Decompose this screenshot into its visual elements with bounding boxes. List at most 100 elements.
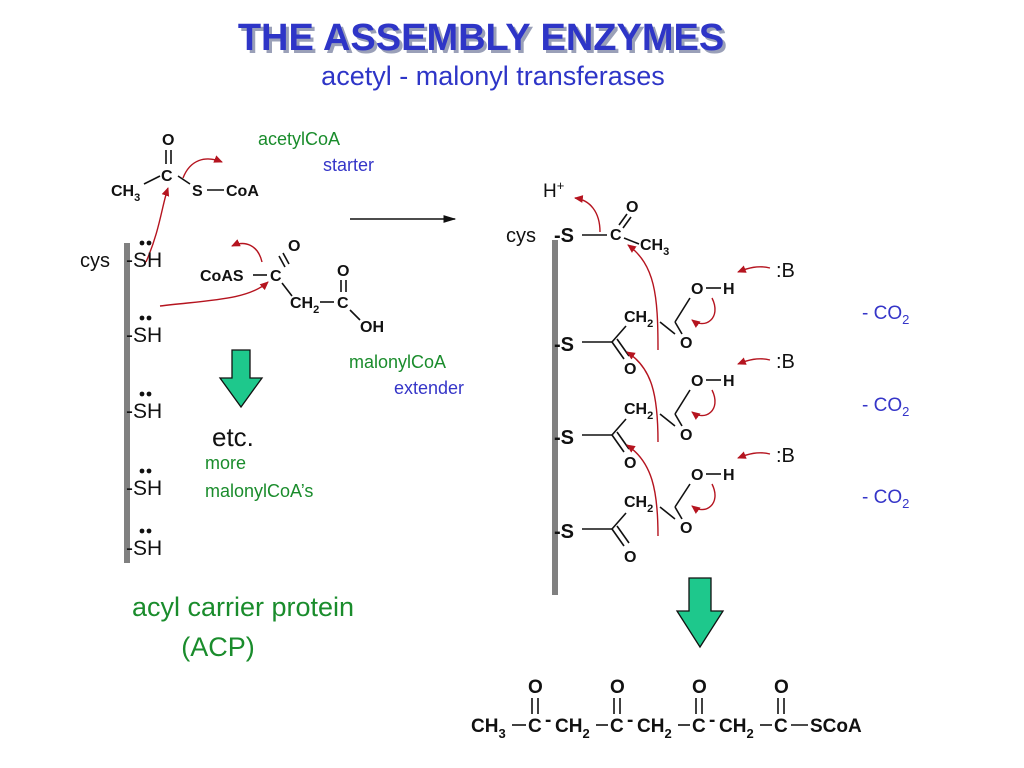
c-ch3-bond-top (623, 237, 640, 245)
product-ch2-2: CH2 (637, 716, 672, 741)
o-atom-3b: O (680, 520, 692, 537)
acetyl-s-atom: S (192, 183, 203, 200)
acp-bar-right (552, 240, 558, 595)
sh-label-2: -SH (126, 324, 162, 347)
h-atom-3: H (723, 467, 735, 484)
h-plus-label: H+ (543, 178, 564, 202)
lone-pair-dot (139, 528, 145, 534)
base-label-2: :B (776, 351, 795, 373)
title-text: THE ASSEMBLY ENZYMES (238, 17, 724, 59)
co2-label-1: - CO2 (862, 303, 909, 327)
acetylcoa-molecule: O C CH3 S CoA (111, 132, 259, 204)
acetyl-ch-label: CH3 (111, 183, 140, 204)
co-double-top-b (622, 216, 632, 229)
acetyl-ch3-bond (143, 175, 161, 185)
more-label: more (205, 453, 246, 473)
lone-pair-dot (139, 468, 145, 474)
curved-arrow-oh-2 (691, 389, 716, 420)
product-o-3: O (692, 677, 707, 698)
ch2-label-2: CH2 (624, 401, 653, 422)
acetyl-o-atom: O (162, 132, 174, 149)
curved-arrow-proton (574, 195, 601, 233)
co-bond-1a (611, 341, 625, 360)
product-o-4: O (774, 677, 789, 698)
co2-label-2: - CO2 (862, 395, 909, 419)
acetylcoa-label: acetylCoA (258, 129, 340, 149)
co-bond-3a (611, 528, 625, 547)
o-atom-top: O (626, 199, 638, 216)
sh-label-4: -SH (126, 477, 162, 500)
c-o-bond-3 (674, 483, 691, 508)
co2-label-3: - CO2 (862, 487, 909, 511)
product-scoa: SCoA (810, 716, 862, 737)
product-ch3: CH3 (471, 716, 506, 741)
c-o-bond-1 (674, 297, 691, 323)
acp-label-line2: (ACP) (181, 632, 255, 662)
s-label-2: -S (554, 427, 574, 449)
malonyl-coas-label: CoAS (200, 268, 244, 285)
o-atom-3a: O (624, 549, 636, 566)
product-o-1: O (528, 677, 543, 698)
o-atom-1c: O (691, 281, 703, 298)
sh-group-2: -SH (126, 315, 162, 347)
cys-label-right: cys (506, 225, 536, 247)
curved-arrow-oh-1 (691, 297, 716, 328)
title-shadow: THE ASSEMBLY ENZYMES (241, 20, 727, 62)
o-atom-2b: O (680, 427, 692, 444)
malonyl-unit-3: -S O CH2 O O H (554, 467, 735, 566)
curved-arrow-condense-1 (627, 244, 659, 351)
c-ch2-bond-3 (611, 512, 627, 530)
malonyl-unit-1: -S O CH2 O O H (554, 281, 735, 378)
sh-label-3: -SH (126, 400, 162, 423)
lone-pair-dot (139, 315, 145, 321)
o-atom-1b: O (680, 335, 692, 352)
etc-label: etc. (212, 422, 254, 452)
acp-bar-left (124, 243, 130, 563)
down-block-arrow-icon (675, 577, 725, 649)
product-c-1: C (528, 716, 542, 737)
subtitle: acetyl - malonyl transferases (321, 61, 665, 91)
curved-arrow-oh-3 (691, 483, 716, 514)
o-atom-2c: O (691, 373, 703, 390)
curved-arrow-base-2 (737, 357, 771, 365)
down-block-arrow-icon (218, 349, 264, 409)
co-double-top-a (618, 213, 628, 226)
ch2-c-bond-3 (659, 506, 676, 520)
lone-pair-dot (146, 240, 152, 246)
h-atom-1: H (723, 281, 735, 298)
malonyl-co-bond-a (282, 252, 290, 265)
malonylcoa-label: malonylCoA (349, 352, 446, 372)
sh-group-3: -SH (126, 391, 162, 423)
malonyl-o-atom-2: O (337, 263, 349, 280)
slide-title: THE ASSEMBLY ENZYMES THE ASSEMBLY ENZYME… (238, 17, 727, 62)
c-o2-bond-2 (674, 413, 683, 427)
malonyl-c-oh-bond (349, 309, 361, 321)
base-label-1: :B (776, 260, 795, 282)
ch2-label-1: CH2 (624, 309, 653, 330)
curved-arrow-malonyl-leaving (231, 239, 263, 263)
o-atom-3c: O (691, 467, 703, 484)
acetyl-thioester-right: -S C O CH3 (554, 199, 669, 258)
co-bond-1b (616, 338, 630, 357)
curved-arrow-base-1 (737, 265, 771, 273)
c-atom-top: C (610, 227, 622, 244)
base-label-3: :B (776, 445, 795, 467)
sh-label-5: -SH (126, 537, 162, 560)
c-o2-bond-3 (674, 506, 683, 520)
malonyl-c-ch2-bond (281, 282, 293, 297)
malonyl-oh-label: OH (360, 319, 384, 336)
co-bond-2a (611, 434, 625, 453)
product-ch2-1: CH2 (555, 716, 590, 741)
curved-arrow-condense-3 (626, 444, 659, 537)
product-c-4: C (774, 716, 788, 737)
malonyl-c-atom-1: C (270, 268, 282, 285)
starter-label: starter (323, 155, 374, 175)
s-label-1: -S (554, 334, 574, 356)
more-malonyl-label: malonylCoA’s (205, 481, 313, 501)
lone-pair-dot (146, 391, 152, 397)
c-ch2-bond-1 (611, 325, 627, 343)
lone-pair-dot (139, 391, 145, 397)
cys-label-left: cys (80, 250, 110, 272)
ch3-label-top: CH3 (640, 237, 669, 258)
product-o-2: O (610, 677, 625, 698)
